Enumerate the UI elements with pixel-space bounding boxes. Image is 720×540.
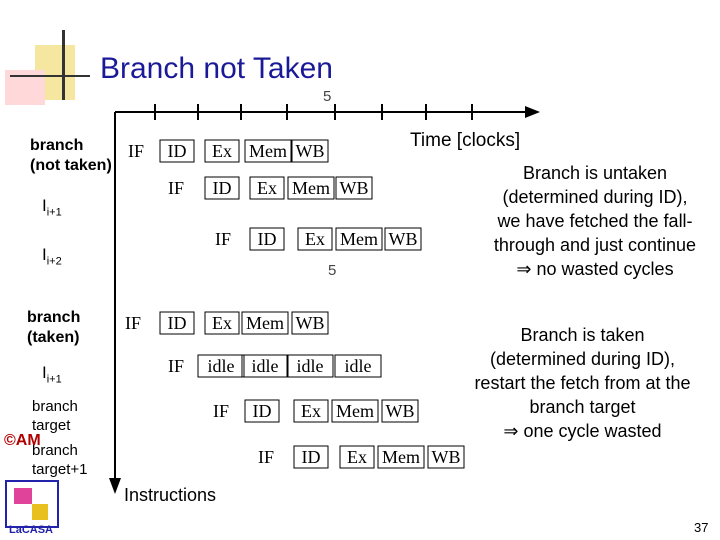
stage-mem-2-3: Mem [340, 229, 378, 249]
stage-box-4-4 [334, 354, 382, 378]
stage-if-0-0: IF [127, 141, 144, 161]
stage-box-0-3 [244, 139, 292, 163]
stage-box-6-3 [377, 445, 425, 469]
stage-boxes [159, 139, 465, 469]
stage-box-3-2 [204, 311, 240, 335]
annotation-5-top: 5 [323, 88, 332, 105]
stage-box-6-4 [427, 445, 465, 469]
stage-box-5-4 [381, 399, 419, 423]
stage-box-1-1 [204, 176, 240, 200]
stage-mem-5-3: Mem [336, 401, 374, 421]
stage-box-0-1 [159, 139, 195, 163]
stage-box-5-1 [244, 399, 280, 423]
stage-id-1-1: ID [212, 178, 232, 198]
stage-id-3-1: ID [167, 313, 187, 333]
stage-if-6-0: IF [257, 447, 274, 467]
stage-idle-4-3: idle [296, 356, 324, 376]
stage-wb-0-4: WB [295, 141, 325, 161]
row-label-taken-i-plus-1: Ii+1 [42, 363, 62, 386]
stage-box-2-1 [249, 227, 285, 251]
stage-wb-6-4: WB [431, 447, 461, 467]
row-label-branch-not-taken: branch (not taken) [30, 137, 112, 174]
stage-if-1-0: IF [167, 178, 184, 198]
stage-box-6-1 [293, 445, 329, 469]
stage-idle-4-2: idle [251, 356, 279, 376]
stage-box-4-2 [241, 354, 289, 378]
stage-box-3-3 [241, 311, 289, 335]
stage-id-5-1: ID [252, 401, 272, 421]
stage-wb-5-4: WB [385, 401, 415, 421]
stage-box-2-2 [297, 227, 333, 251]
stage-box-2-3 [335, 227, 383, 251]
stage-ex-2-2: Ex [305, 229, 325, 249]
stage-mem-1-3: Mem [292, 178, 330, 198]
stage-box-3-1 [159, 311, 195, 335]
stage-box-4-3 [286, 354, 334, 378]
stage-ex-6-2: Ex [347, 447, 367, 467]
stage-box-4-1 [197, 354, 245, 378]
time-label: Time [clocks] [410, 130, 521, 151]
stage-if-3-0: IF [124, 313, 141, 333]
stage-box-1-4 [335, 176, 373, 200]
title-decoration [0, 0, 100, 110]
stage-ex-5-2: Ex [301, 401, 321, 421]
copyright-mark: ©AM [4, 432, 41, 449]
stage-box-1-3 [287, 176, 335, 200]
stage-id-6-1: ID [301, 447, 321, 467]
row-label-branch-taken: branch (taken) [27, 309, 81, 346]
stage-mem-3-3: Mem [246, 313, 284, 333]
stage-id-2-1: ID [257, 229, 277, 249]
stage-wb-2-4: WB [388, 229, 418, 249]
stage-wb-3-4: WB [295, 313, 325, 333]
row-label-i-plus-2: Ii+2 [42, 245, 62, 268]
stage-mem-6-3: Mem [382, 447, 420, 467]
stage-ex-3-2: Ex [212, 313, 232, 333]
annotation-5-mid: 5 [328, 262, 337, 279]
stage-mem-0-3: Mem [249, 141, 287, 161]
time-axis-arrow [525, 106, 540, 118]
stage-box-6-2 [339, 445, 375, 469]
stage-box-5-2 [293, 399, 329, 423]
note-untaken: Branch is untaken (determined during ID)… [493, 163, 697, 279]
stage-box-0-4 [291, 139, 329, 163]
stage-id-0-1: ID [167, 141, 187, 161]
stage-box-1-2 [249, 176, 285, 200]
stage-ex-1-2: Ex [257, 178, 277, 198]
stage-if-2-0: IF [214, 229, 231, 249]
stage-box-3-4 [291, 311, 329, 335]
instructions-axis-arrow [109, 478, 121, 494]
stage-if-5-0: IF [212, 401, 229, 421]
stage-idle-4-1: idle [207, 356, 235, 376]
stage-box-0-2 [204, 139, 240, 163]
instructions-label: Instructions [124, 485, 217, 505]
stage-box-2-4 [384, 227, 422, 251]
stage-box-5-3 [331, 399, 379, 423]
time-axis-ticks [154, 104, 473, 120]
stage-wb-1-4: WB [339, 178, 369, 198]
lacasa-logo: LaCASA [2, 468, 60, 540]
note-taken: Branch is taken (determined during ID), … [474, 325, 691, 441]
stage-if-4-0: IF [167, 356, 184, 376]
row-label-i-plus-1: Ii+1 [42, 196, 62, 219]
row-label-branch-target: branch target [32, 398, 78, 434]
stage-ex-0-2: Ex [212, 141, 232, 161]
row-label-branch-target-plus-1: branch target+1 [32, 442, 88, 478]
stage-idle-4-4: idle [344, 356, 372, 376]
page-number: 37 [694, 520, 709, 535]
slide-title: Branch not Taken [100, 52, 333, 85]
